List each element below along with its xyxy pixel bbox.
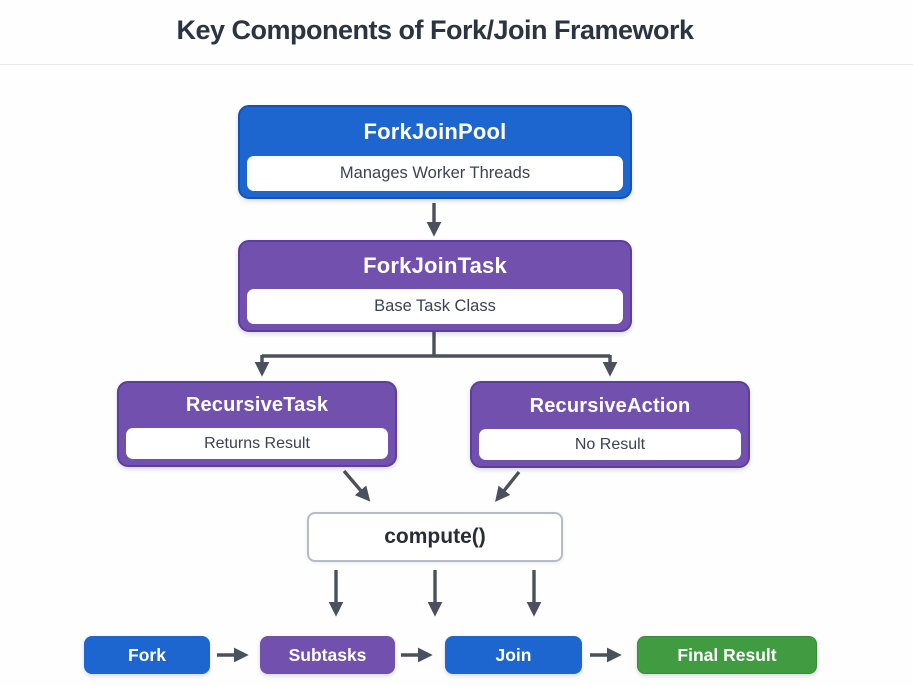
arrow-recursiveaction-to-compute [495,470,521,502]
node-forkjointask: ForkJoinTask Base Task Class [238,240,632,332]
node-recursivetask-subtitle: Returns Result [126,428,388,459]
node-forkjointask-subtitle: Base Task Class [247,289,623,324]
node-forkjointask-title: ForkJoinTask [363,252,507,278]
header-divider [0,64,913,65]
node-recursivetask: RecursiveTask Returns Result [117,381,397,467]
arrow-recursivetask-to-compute [342,469,371,502]
page-title: Key Components of Fork/Join Framework [176,15,694,45]
node-recursivetask-title: RecursiveTask [185,394,329,416]
flow-chip-fork: Fork [84,636,210,674]
node-forkjoinpool: ForkJoinPool Manages Worker Threads [238,105,632,199]
flow-chip-join: Join [445,636,582,674]
flow-chip-final-result: Final Result [637,636,817,674]
node-compute: compute() [307,512,563,562]
node-recursiveaction-subtitle: No Result [479,429,741,460]
node-forkjoinpool-subtitle: Manages Worker Threads [247,156,623,191]
node-recursiveaction: RecursiveAction No Result [470,381,750,468]
branch-line-task [262,332,610,358]
node-recursiveaction-title: RecursiveAction [529,394,691,417]
flow-chip-subtasks: Subtasks [260,636,395,674]
node-forkjoinpool-title: ForkJoinPool [363,118,507,144]
